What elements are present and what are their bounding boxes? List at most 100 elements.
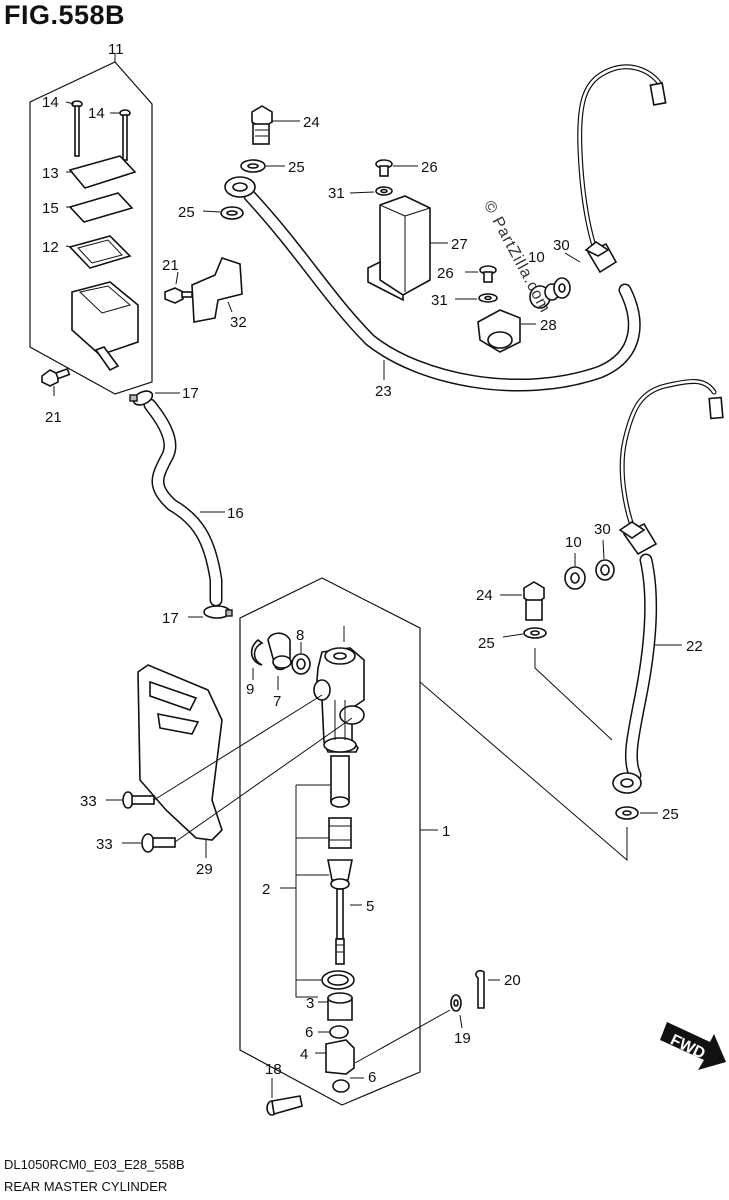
brake-hose-22	[612, 553, 658, 794]
callout-16: 16	[227, 505, 244, 522]
reservoir-assembly-group	[29, 54, 153, 395]
reservoir-assembly-outline	[29, 61, 153, 395]
clevis-pin-18	[266, 1078, 303, 1116]
callout-12: 12	[42, 239, 59, 256]
callout-32: 32	[230, 314, 247, 331]
bolt-33-lower	[122, 833, 176, 853]
hose-guide-28	[477, 309, 536, 353]
push-rod	[330, 878, 362, 965]
callout-33: 33	[96, 836, 113, 853]
nut-6-lower	[332, 1077, 364, 1093]
callout-labels: 11 14 14 13 15 12 21 21 32 17 17 16 24 2…	[42, 41, 703, 1086]
bolt-21-left	[41, 367, 71, 396]
reservoir-cap	[68, 155, 137, 189]
callout-10: 10	[528, 249, 545, 266]
callout-2: 2	[262, 881, 270, 898]
hose-fitting-7	[267, 632, 292, 690]
reservoir-plate	[68, 192, 134, 223]
callout-25: 25	[288, 159, 305, 176]
bracket-32	[164, 257, 243, 323]
callout-8: 8	[296, 627, 304, 644]
callout-5: 5	[366, 898, 374, 915]
nut-6-upper	[318, 1025, 349, 1039]
heel-guard-29	[137, 664, 223, 858]
washer-25-c	[502, 627, 547, 639]
hose-clamp-lower	[188, 605, 233, 619]
callout-25: 25	[178, 204, 195, 221]
o-ring-8	[291, 642, 311, 675]
hose-cover-27	[367, 195, 448, 302]
master-cylinder-body	[313, 626, 365, 753]
washer-25-d	[615, 806, 658, 820]
callout-15: 15	[42, 200, 59, 217]
callout-22: 22	[686, 638, 703, 655]
callout-26: 26	[437, 265, 454, 282]
screw-26-lower	[465, 265, 497, 283]
dust-boot-3	[318, 992, 353, 1021]
piston-spring	[329, 755, 351, 808]
master-cylinder-outline	[239, 577, 421, 1106]
callout-31: 31	[431, 292, 448, 309]
callout-9: 9	[246, 681, 254, 698]
figure-caption: REAR MASTER CYLINDER	[4, 1179, 168, 1194]
reservoir-screw	[71, 100, 83, 157]
banjo-bolt-upper	[251, 105, 300, 145]
callout-4: 4	[300, 1046, 308, 1063]
callout-6: 6	[368, 1069, 376, 1086]
brake-hose-23	[224, 176, 641, 392]
reservoir-body	[71, 281, 139, 356]
circlip-2	[321, 970, 355, 990]
callout-17: 17	[182, 385, 199, 402]
brake-pipe-lower	[618, 379, 724, 556]
callout-30: 30	[553, 237, 570, 254]
callout-21: 21	[162, 257, 179, 274]
circlip-9	[250, 638, 264, 680]
washer-30-lower	[595, 539, 615, 581]
callout-3: 3	[306, 995, 314, 1012]
reservoir-hose	[143, 398, 223, 607]
callout-28: 28	[540, 317, 557, 334]
callout-17: 17	[162, 610, 179, 627]
callout-14: 14	[42, 94, 59, 111]
reservoir-diaphragm	[68, 235, 132, 269]
callout-7: 7	[273, 693, 281, 710]
fwd-arrow: FWD	[660, 1022, 726, 1070]
callout-25: 25	[662, 806, 679, 823]
callout-33: 33	[80, 793, 97, 810]
washer-19	[450, 994, 462, 1012]
callout-10: 10	[565, 534, 582, 551]
callout-18: 18	[265, 1061, 282, 1078]
washer-31-lower	[455, 293, 498, 303]
brake-pipe-upper	[577, 64, 667, 274]
callout-23: 23	[375, 383, 392, 400]
hose-clamp-upper	[129, 390, 180, 406]
callout-6: 6	[305, 1024, 313, 1041]
model-code: DL1050RCM0_E03_E28_558B	[4, 1157, 185, 1172]
piston	[328, 817, 352, 849]
washer-25-a	[240, 159, 285, 173]
callout-26: 26	[421, 159, 438, 176]
callout-14: 14	[88, 105, 105, 122]
callout-25: 25	[478, 635, 495, 652]
screw-26-upper	[375, 159, 418, 177]
callout-27: 27	[451, 236, 468, 253]
figure-title: FIG.558B	[4, 0, 126, 30]
cotter-pin-20	[475, 969, 485, 1009]
callout-19: 19	[454, 1030, 471, 1047]
callout-24: 24	[476, 587, 493, 604]
clevis-4	[315, 1039, 355, 1075]
callout-24: 24	[303, 114, 320, 131]
callout-11: 11	[108, 41, 124, 58]
banjo-bolt-lower	[500, 581, 545, 621]
reservoir-screw	[119, 109, 131, 161]
callout-31: 31	[328, 185, 345, 202]
piston-cup	[327, 859, 353, 881]
callout-1: 1	[442, 823, 450, 840]
callout-30: 30	[594, 521, 611, 538]
callout-21: 21	[45, 409, 62, 426]
washer-30-upper	[553, 277, 571, 299]
callout-20: 20	[504, 972, 521, 989]
bolt-10-lower	[564, 553, 586, 590]
washer-25-b	[202, 206, 244, 220]
